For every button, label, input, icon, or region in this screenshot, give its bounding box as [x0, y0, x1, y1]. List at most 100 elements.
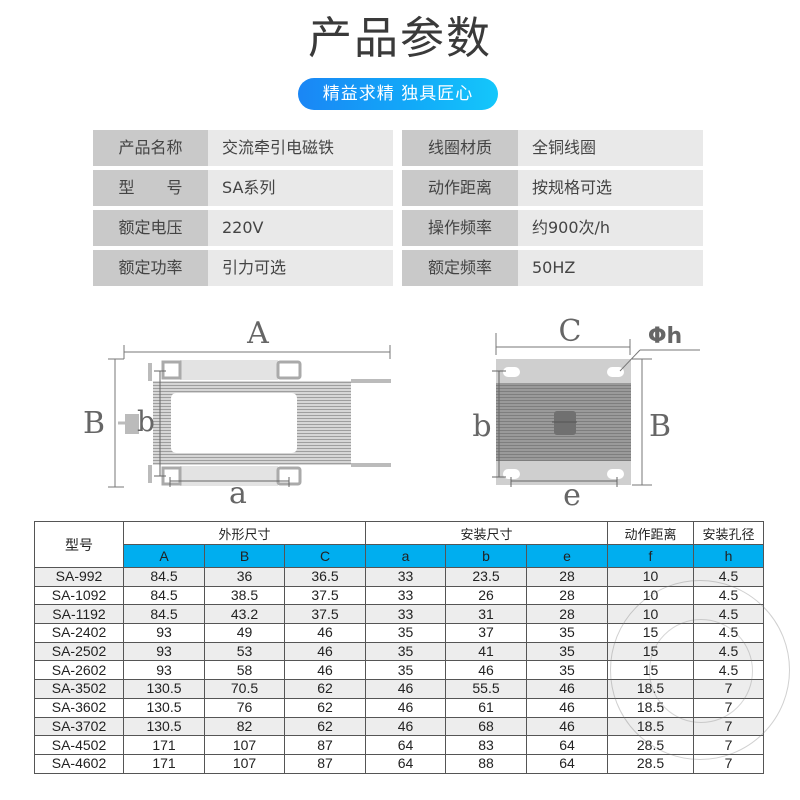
header-col-h: h — [693, 544, 764, 568]
cell-A: 93 — [123, 660, 205, 681]
cell-e: 46 — [526, 697, 608, 718]
header-model: 型号 — [34, 521, 124, 568]
cell-e: 64 — [526, 735, 608, 755]
cell-f: 10 — [607, 604, 694, 625]
cell-a: 35 — [365, 623, 446, 643]
cell-A: 93 — [123, 641, 205, 662]
front-view-diagram: C Φh B b e — [472, 314, 700, 513]
header-col-A: A — [123, 544, 205, 568]
cell-a: 35 — [365, 641, 446, 662]
cell-f: 15 — [607, 641, 694, 662]
cell-h: 4.5 — [693, 660, 764, 681]
cell-B: 76 — [204, 697, 285, 718]
cell-b: 23.5 — [445, 567, 527, 587]
cell-f: 28.5 — [607, 735, 694, 755]
cell-b: 83 — [445, 735, 527, 755]
cell-C: 46 — [284, 641, 366, 662]
dimension-table: 型号 外形尺寸 安装尺寸 动作距离 安装孔径 A B C a b e f h S… — [34, 521, 764, 774]
cell-C: 62 — [284, 679, 366, 699]
cell-a: 46 — [365, 716, 446, 737]
cell-f: 10 — [607, 567, 694, 587]
cell-B: 36 — [204, 567, 285, 587]
cell-B: 53 — [204, 641, 285, 662]
cell-b: 26 — [445, 585, 527, 606]
cell-model: SA-992 — [34, 567, 124, 587]
cell-model: SA-1192 — [34, 604, 124, 625]
cell-e: 64 — [526, 753, 608, 774]
cell-C: 62 — [284, 697, 366, 718]
cell-A: 130.5 — [123, 679, 205, 699]
header-col-e: e — [526, 544, 608, 568]
cell-B: 70.5 — [204, 679, 285, 699]
cell-model: SA-3702 — [34, 716, 124, 737]
dim-label-B: B — [83, 406, 105, 441]
spec-value: 约900次/h — [518, 210, 703, 246]
dim-label-hole: Φh — [648, 324, 682, 349]
cell-f: 18.5 — [607, 716, 694, 737]
header-group-stroke: 动作距离 — [607, 521, 694, 545]
cell-a: 33 — [365, 567, 446, 587]
spec-label: 动作距离 — [402, 170, 518, 206]
cell-h: 7 — [693, 753, 764, 774]
cell-b: 31 — [445, 604, 527, 625]
cell-model: SA-3602 — [34, 697, 124, 718]
spec-value: 按规格可选 — [518, 170, 703, 206]
cell-h: 7 — [693, 697, 764, 718]
cell-e: 35 — [526, 623, 608, 643]
dim-label-B2: B — [649, 409, 671, 444]
spec-label: 型 号 — [93, 170, 208, 206]
cell-f: 18.5 — [607, 697, 694, 718]
cell-B: 38.5 — [204, 585, 285, 606]
cell-h: 4.5 — [693, 585, 764, 606]
cell-C: 46 — [284, 623, 366, 643]
cell-h: 4.5 — [693, 623, 764, 643]
cell-B: 58 — [204, 660, 285, 681]
spec-label: 额定功率 — [93, 250, 208, 286]
cell-b: 37 — [445, 623, 527, 643]
cell-a: 33 — [365, 604, 446, 625]
spec-value: SA系列 — [208, 170, 393, 206]
cell-f: 28.5 — [607, 753, 694, 774]
cell-C: 87 — [284, 735, 366, 755]
cell-C: 37.5 — [284, 585, 366, 606]
slogan-badge: 精益求精 独具匠心 — [298, 78, 498, 110]
cell-b: 55.5 — [445, 679, 527, 699]
dim-label-a: a — [229, 476, 247, 511]
cell-e: 28 — [526, 585, 608, 606]
spec-value: 50HZ — [518, 250, 703, 286]
cell-e: 28 — [526, 604, 608, 625]
dim-label-C: C — [559, 314, 582, 349]
spec-label: 额定电压 — [93, 210, 208, 246]
cell-model: SA-2402 — [34, 623, 124, 643]
dim-label-b: b — [137, 405, 155, 438]
cell-A: 171 — [123, 735, 205, 755]
page-title: 产品参数 — [308, 13, 492, 64]
cell-a: 64 — [365, 735, 446, 755]
header-group-hole: 安装孔径 — [693, 521, 764, 545]
cell-h: 4.5 — [693, 567, 764, 587]
cell-e: 28 — [526, 567, 608, 587]
spec-value: 交流牵引电磁铁 — [208, 130, 393, 166]
header-group-outline: 外形尺寸 — [123, 521, 366, 545]
cell-b: 41 — [445, 641, 527, 662]
cell-model: SA-4602 — [34, 753, 124, 774]
cell-a: 46 — [365, 697, 446, 718]
header-group-mounting: 安装尺寸 — [365, 521, 608, 545]
cell-A: 84.5 — [123, 604, 205, 625]
cell-C: 46 — [284, 660, 366, 681]
cell-A: 130.5 — [123, 716, 205, 737]
cell-model: SA-1092 — [34, 585, 124, 606]
cell-model: SA-2602 — [34, 660, 124, 681]
cell-b: 88 — [445, 753, 527, 774]
cell-f: 10 — [607, 585, 694, 606]
cell-f: 15 — [607, 623, 694, 643]
cell-b: 68 — [445, 716, 527, 737]
spec-value: 全铜线圈 — [518, 130, 703, 166]
